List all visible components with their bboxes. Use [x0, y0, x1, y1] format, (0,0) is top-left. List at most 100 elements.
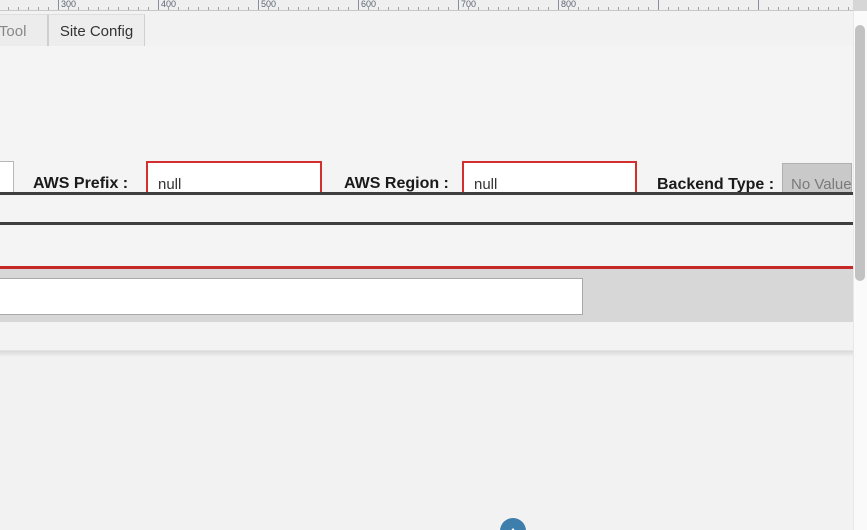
tab-y-tool[interactable]: y Tool — [0, 14, 48, 47]
aws-prefix-value: null — [158, 176, 182, 193]
ruler-minor-tick — [138, 7, 139, 11]
tab-bar: y Tool Site Config — [0, 11, 867, 57]
ruler-minor-tick — [448, 7, 449, 11]
ruler-minor-tick — [848, 7, 849, 11]
ruler-minor-tick — [728, 7, 729, 11]
ruler-minor-tick — [568, 7, 569, 11]
ruler-minor-tick — [488, 7, 489, 11]
tab-site-config[interactable]: Site Config — [48, 14, 145, 47]
ruler-label: 500 — [261, 0, 277, 9]
ruler-minor-tick — [398, 7, 399, 11]
divider-gap-band — [0, 195, 853, 222]
ruler-minor-tick — [28, 7, 29, 11]
ruler-minor-tick — [578, 7, 579, 11]
ruler-minor-tick — [828, 7, 829, 11]
ruler-label: 700 — [461, 0, 477, 9]
ruler-major-tick — [358, 0, 359, 11]
ruler-minor-tick — [538, 7, 539, 11]
vertical-scrollbar[interactable] — [853, 11, 867, 530]
ruler-minor-tick — [218, 7, 219, 11]
ruler-minor-tick — [678, 7, 679, 11]
ruler-minor-tick — [748, 7, 749, 11]
ruler-minor-tick — [708, 7, 709, 11]
aws-prefix-label: AWS Prefix : — [33, 175, 129, 192]
ruler-track-inactive — [853, 0, 867, 11]
ruler-minor-tick — [78, 7, 79, 11]
ruler-minor-tick — [738, 7, 739, 11]
ruler-minor-tick — [788, 7, 789, 11]
ruler-minor-tick — [168, 7, 169, 11]
vertical-scrollbar-thumb[interactable] — [855, 25, 865, 281]
page-body — [0, 351, 867, 530]
ruler-minor-tick — [498, 7, 499, 11]
ruler-minor-tick — [378, 7, 379, 11]
ruler-major-tick — [658, 0, 659, 11]
ruler-minor-tick — [308, 7, 309, 11]
spacer-band — [0, 225, 853, 266]
ruler-minor-tick — [838, 7, 839, 11]
ruler-minor-tick — [768, 7, 769, 11]
ruler-minor-tick — [668, 7, 669, 11]
ruler-label: 400 — [161, 0, 177, 9]
ruler-minor-tick — [328, 7, 329, 11]
ruler-minor-tick — [148, 7, 149, 11]
ruler-label: 600 — [361, 0, 377, 9]
ruler-minor-tick — [278, 7, 279, 11]
ruler-minor-tick — [818, 7, 819, 11]
ruler-minor-tick — [508, 7, 509, 11]
ruler-minor-tick — [298, 7, 299, 11]
divider-error — [0, 266, 853, 269]
ruler-minor-tick — [598, 7, 599, 11]
ruler-minor-tick — [108, 7, 109, 11]
ruler-major-tick — [258, 0, 259, 11]
ruler-minor-tick — [428, 7, 429, 11]
ruler-major-tick — [458, 0, 459, 11]
ruler-minor-tick — [8, 7, 9, 11]
ruler-minor-tick — [38, 7, 39, 11]
wide-text-input[interactable] — [0, 278, 583, 315]
ruler-minor-tick — [248, 7, 249, 11]
ruler-minor-tick — [18, 7, 19, 11]
ruler-minor-tick — [478, 7, 479, 11]
backend-type-value: No Value — [791, 176, 852, 193]
ruler-minor-tick — [408, 7, 409, 11]
chevron-up-icon — [507, 525, 519, 530]
ruler-minor-tick — [368, 7, 369, 11]
divider-lower — [0, 222, 853, 225]
ruler-minor-tick — [288, 7, 289, 11]
ruler-minor-tick — [268, 7, 269, 11]
ruler-minor-tick — [548, 7, 549, 11]
ruler-minor-tick — [228, 7, 229, 11]
ruler-minor-tick — [648, 7, 649, 11]
ruler-minor-tick — [518, 7, 519, 11]
tab-label: y Tool — [0, 22, 27, 40]
ruler-minor-tick — [688, 7, 689, 11]
divider-upper — [0, 192, 853, 195]
ruler-minor-tick — [608, 7, 609, 11]
ruler-minor-tick — [618, 7, 619, 11]
ruler-minor-tick — [808, 7, 809, 11]
aws-region-label: AWS Region : — [344, 175, 449, 192]
ruler-minor-tick — [118, 7, 119, 11]
ruler-major-tick — [758, 0, 759, 11]
ruler-major-tick — [558, 0, 559, 11]
ruler-minor-tick — [178, 7, 179, 11]
ruler-minor-tick — [188, 7, 189, 11]
ruler-minor-tick — [718, 7, 719, 11]
ruler-minor-tick — [348, 7, 349, 11]
ruler-minor-tick — [128, 7, 129, 11]
ruler-minor-tick — [88, 7, 89, 11]
ruler-minor-tick — [638, 7, 639, 11]
aws-region-value: null — [474, 176, 498, 193]
lower-panel — [0, 322, 853, 351]
backend-type-label: Backend Type : — [657, 176, 775, 193]
ruler-minor-tick — [68, 7, 69, 11]
ruler-minor-tick — [318, 7, 319, 11]
ruler-minor-tick — [778, 7, 779, 11]
ruler-minor-tick — [338, 7, 339, 11]
ruler-minor-tick — [238, 7, 239, 11]
ruler-minor-tick — [628, 7, 629, 11]
ruler-minor-tick — [208, 7, 209, 11]
